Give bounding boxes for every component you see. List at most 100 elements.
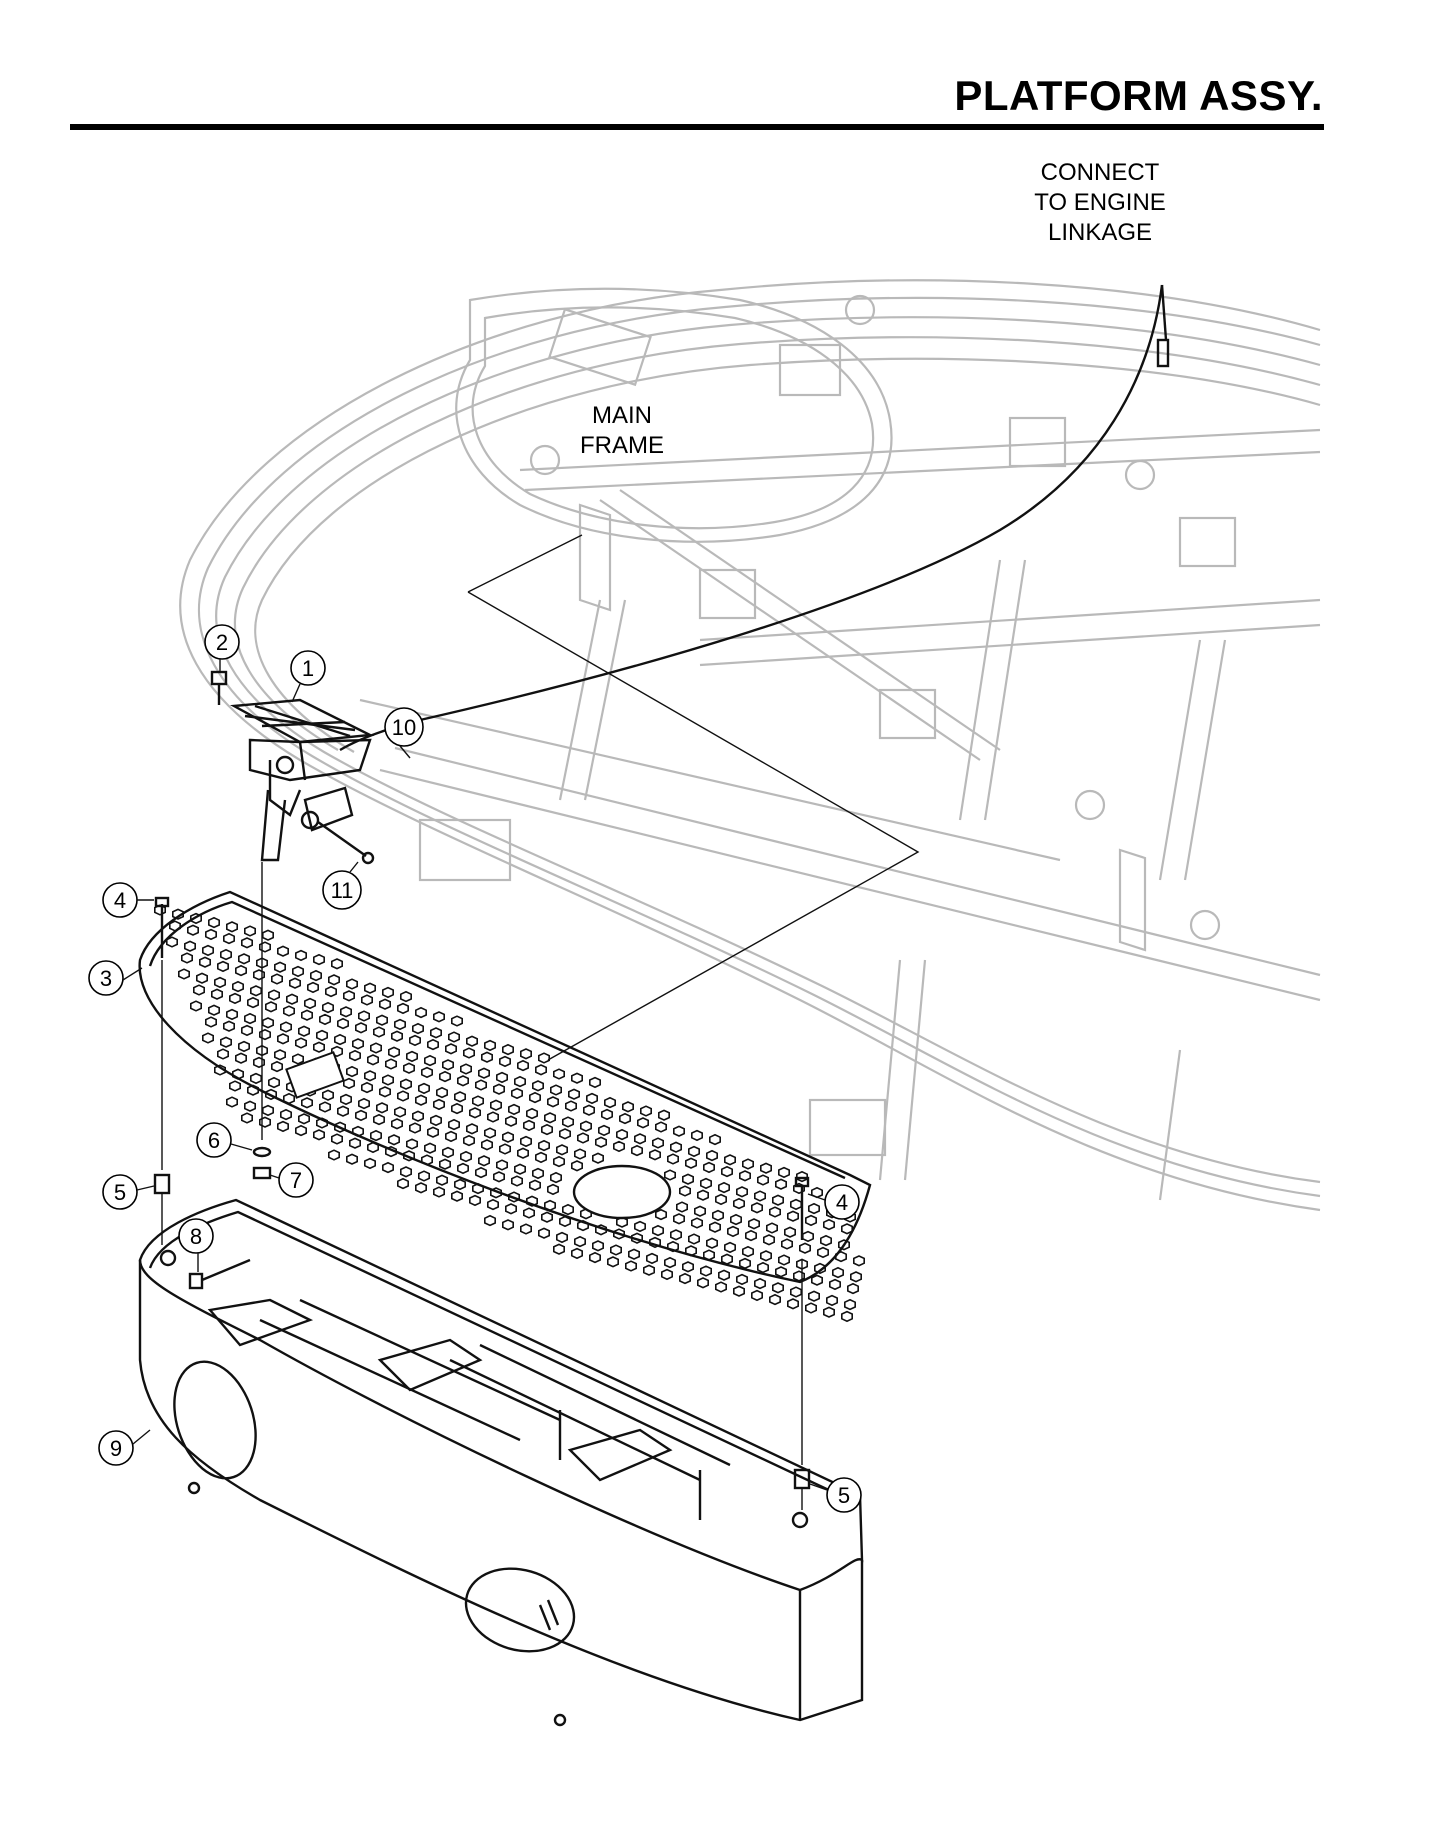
plate-hole [849,1271,863,1283]
fastener-set-left [153,896,171,1245]
plate-hole [342,990,356,1002]
plate-hole [270,973,284,985]
plate-hole [378,998,392,1010]
plate-hole [420,1066,434,1079]
plate-hole [450,1102,464,1115]
svg-text:6: 6 [208,1128,220,1153]
cable-ferrule [1156,338,1170,368]
plate-hole [678,1272,692,1285]
plate-hole [202,1032,214,1044]
plate-hole [399,1078,413,1090]
callout-7: 7 [269,1162,314,1198]
plate-hole [447,1031,461,1043]
plate-hole [543,1199,557,1212]
plate-hole [244,925,256,937]
base-tray [138,1198,864,1727]
plate-hole [732,1285,746,1297]
plate-hole [732,1197,746,1210]
plate-hole [366,1054,380,1066]
plate-hole [813,1262,827,1275]
plate-hole [393,1018,407,1031]
plate-hole [540,1211,554,1223]
plate-hole [717,1269,731,1281]
plate-hole [258,1028,272,1041]
plate-hole [241,937,253,949]
plate-hole [765,1222,779,1234]
svg-text:7: 7 [290,1168,302,1193]
svg-text:5: 5 [838,1483,850,1508]
plate-hole [238,953,250,965]
plate-hole [199,956,211,968]
plate-hole [396,1090,410,1102]
plate-hole [369,1042,383,1054]
plate-hole [378,1086,392,1098]
plate-hole [426,1126,440,1138]
plate-hole [345,1065,359,1078]
plate-hole [576,1219,590,1232]
plate-hole [516,1147,530,1159]
plate-hole [429,1114,443,1127]
plate-hole [208,916,220,929]
plate-hole [777,1254,791,1266]
plate-hole [474,1079,488,1091]
plate-hole [720,1165,734,1178]
svg-text:CONNECT: CONNECT [1041,159,1160,186]
plate-hole [247,1084,260,1096]
plate-hole [229,992,241,1005]
plate-hole [726,1225,740,1238]
plate-hole [633,1220,647,1233]
svg-text:2: 2 [216,630,228,655]
plate-hole [570,1247,584,1260]
plate-hole [621,1101,635,1113]
plate-hole [420,1154,434,1166]
plate-hole [208,1004,220,1016]
plate-hole [483,1214,497,1227]
plate-hole [438,1070,452,1083]
plate-hole [729,1213,743,1226]
plate-hole [423,1054,437,1067]
plate-hole [187,924,199,936]
plate-hole [741,1158,755,1170]
plate-hole [666,1153,680,1165]
plate-hole [339,1093,353,1106]
plate-hole [190,912,202,925]
plate-hole [495,1071,509,1084]
plate-hole [381,1161,395,1174]
plate-hole [477,1155,491,1167]
plate-hole [723,1241,737,1254]
plate-hole [771,1194,785,1206]
plate-hole [205,928,217,941]
plate-hole [435,1174,449,1186]
svg-text:MAIN: MAIN [592,402,652,429]
plate-hole [267,1076,281,1089]
plate-hole [591,1152,605,1164]
plate-hole [196,972,208,984]
plate-hole [528,1179,542,1191]
plate-hole [540,1123,554,1136]
plate-hole [642,1264,656,1276]
plate-hole [795,1170,809,1183]
plate-hole [312,1041,326,1053]
plate-hole [456,1162,470,1175]
plate-hole [366,1141,380,1154]
plate-hole [696,1189,710,1201]
callout-11: 11 [322,861,362,910]
plate-hole [363,982,377,994]
plate-hole [645,1252,659,1265]
plate-hole [753,1277,767,1290]
plate-hole [585,1092,599,1105]
plate-hole [193,984,205,996]
plate-hole [519,1048,533,1060]
plate-hole [846,1282,860,1295]
plate-hole [294,949,308,962]
plate-hole [297,1113,311,1125]
plate-hole [351,1125,365,1138]
plate-hole [519,1223,533,1235]
plate-hole [606,1256,620,1268]
plate-hole [154,904,166,916]
plate-hole [375,1014,389,1026]
plate-hole [837,1239,851,1251]
plate-hole [504,1203,518,1215]
plate-hole [363,1157,377,1170]
plate-hole [597,1124,611,1137]
